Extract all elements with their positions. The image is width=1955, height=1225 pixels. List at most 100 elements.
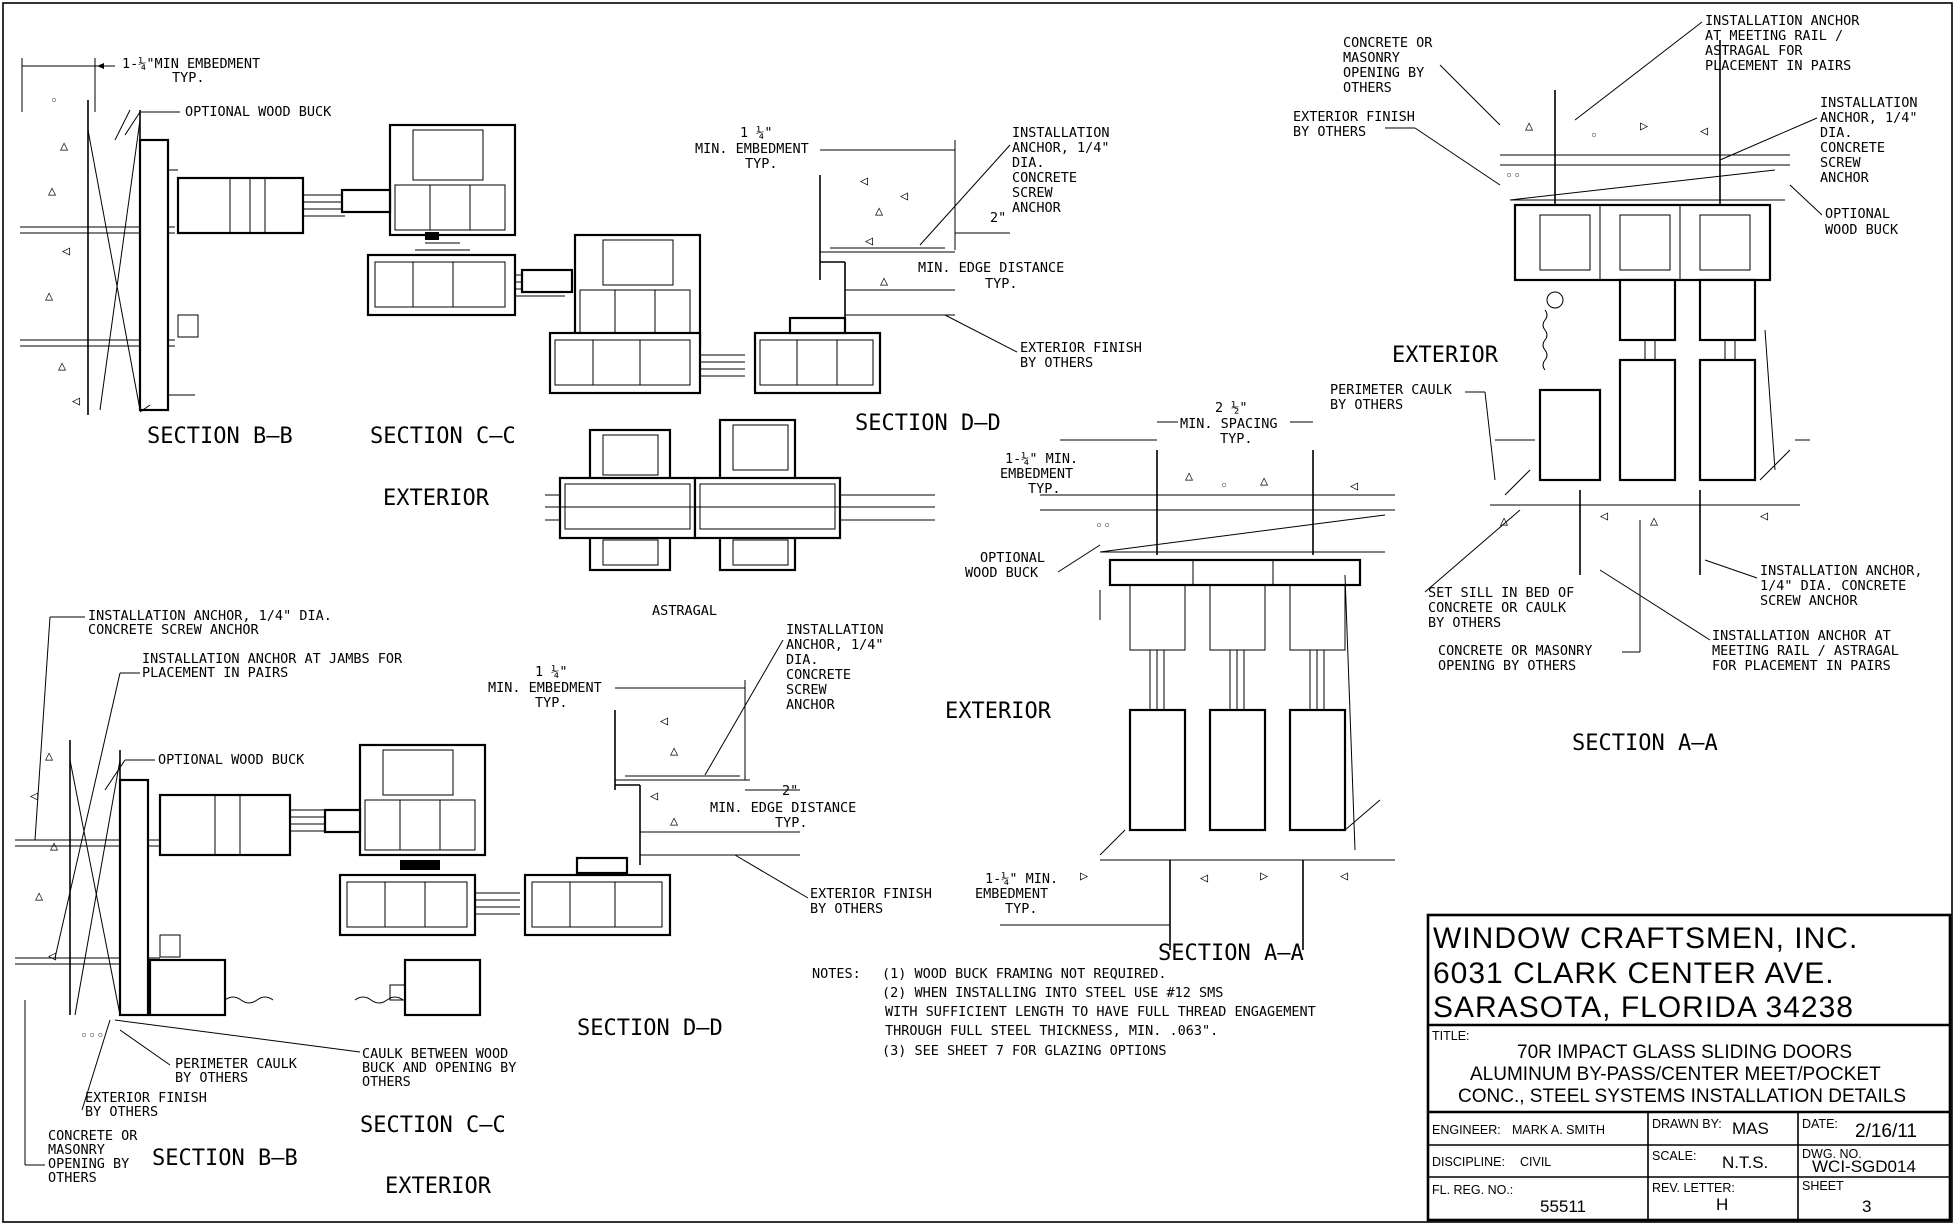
svg-text:◁: ◁	[1199, 870, 1208, 886]
label: PLACEMENT IN PAIRS	[142, 665, 288, 681]
svg-text:◦◦◦: ◦◦◦	[80, 1028, 104, 1044]
svg-text:◁: ◁	[649, 788, 658, 804]
svg-text:△: △	[45, 288, 54, 304]
note-1: (1) WOOD BUCK FRAMING NOT REQUIRED.	[882, 966, 1166, 982]
label: OPTIONAL WOOD BUCK	[185, 104, 332, 120]
label: AT MEETING RAIL /	[1705, 28, 1843, 44]
rev-letter-value: H	[1716, 1195, 1728, 1214]
svg-text:△: △	[1525, 118, 1534, 134]
section-bb-top-labels: 1-¼"MIN EMBEDMENT TYP. OPTIONAL WOOD BUC…	[122, 56, 332, 449]
label: BY OTHERS	[1428, 615, 1501, 631]
drawing-title-line: CONC., STEEL SYSTEMS INSTALLATION DETAIL…	[1458, 1086, 1906, 1107]
svg-text:△: △	[45, 748, 54, 764]
title-block: WINDOW CRAFTSMEN, INC. 6031 CLARK CENTER…	[1426, 913, 1952, 1222]
label: TYP.	[1220, 431, 1253, 447]
astragal-drawing	[545, 418, 935, 572]
svg-text:◁: ◁	[71, 393, 80, 409]
svg-text:◁: ◁	[1349, 478, 1358, 494]
label: OPTIONAL	[1825, 206, 1890, 222]
label: EXTERIOR FINISH	[1293, 109, 1415, 125]
label: ANCHOR, 1/4"	[1820, 110, 1918, 126]
label: TYP.	[775, 815, 808, 831]
label: DIA.	[786, 652, 819, 668]
section-title: SECTION C—C	[370, 424, 516, 449]
company-city: SARASOTA, FLORIDA 34238	[1433, 991, 1854, 1024]
label: ANCHOR	[786, 697, 836, 713]
label: BUCK AND OPENING BY	[362, 1060, 516, 1076]
label: BY OTHERS	[1293, 124, 1366, 140]
label: SCREW	[1820, 155, 1862, 171]
svg-text:◁: ◁	[659, 713, 668, 729]
section-aa-middle-drawing: △ ◦ △ ◁ ◦◦ ▷ ◁ ▷ ◁	[1040, 450, 1395, 950]
label: TYP.	[985, 276, 1018, 292]
label: INSTALLATION	[1012, 125, 1110, 141]
svg-text:△: △	[48, 183, 57, 199]
label: CONCRETE	[1820, 140, 1885, 156]
label: INSTALLATION ANCHOR AT JAMBS FOR	[142, 651, 403, 667]
label: CONCRETE	[1012, 170, 1077, 186]
label: OPTIONAL	[980, 550, 1045, 566]
svg-text:◦◦: ◦◦	[1505, 168, 1521, 184]
svg-text:▷: ▷	[1260, 868, 1269, 884]
label: MEETING RAIL / ASTRAGAL	[1712, 643, 1899, 659]
section-cc-top-drawing	[340, 123, 565, 317]
label: BY OTHERS	[85, 1104, 158, 1120]
astragal-label: ASTRAGAL	[652, 603, 717, 619]
label: OPENING BY	[48, 1156, 129, 1172]
fl-reg-label: FL. REG. NO.:	[1432, 1183, 1513, 1197]
notes-heading: NOTES:	[812, 966, 861, 982]
section-aa-middle-labels: 2 ½" MIN. SPACING TYP. 1-¼" MIN. EMBEDME…	[965, 400, 1313, 966]
label: PERIMETER CAULK	[175, 1056, 298, 1072]
drawing-title-line: 70R IMPACT GLASS SLIDING DOORS	[1517, 1042, 1852, 1063]
svg-text:△: △	[880, 273, 889, 289]
label: MIN. SPACING	[1180, 416, 1278, 432]
svg-text:▷: ▷	[1080, 868, 1089, 884]
label: 1 ¼"	[740, 125, 773, 141]
company-address: 6031 CLARK CENTER AVE.	[1433, 957, 1835, 990]
fl-reg-value: 55511	[1540, 1197, 1586, 1216]
company-name: WINDOW CRAFTSMEN, INC.	[1433, 922, 1858, 955]
svg-text:△: △	[35, 888, 44, 904]
svg-text:◁: ◁	[1699, 123, 1708, 139]
scale-value: N.T.S.	[1722, 1153, 1768, 1172]
label: CONCRETE	[786, 667, 851, 683]
section-title: SECTION D—D	[577, 1016, 723, 1041]
label: BY OTHERS	[1330, 397, 1403, 413]
note-2: THROUGH FULL STEEL THICKNESS, MIN. .063"…	[885, 1023, 1218, 1039]
label: INSTALLATION	[786, 622, 884, 638]
label: EMBEDMENT	[1000, 466, 1073, 482]
label: INSTALLATION ANCHOR AT	[1712, 628, 1891, 644]
title-label: TITLE:	[1432, 1029, 1470, 1043]
dwg-no-value: WCI-SGD014	[1812, 1157, 1916, 1176]
label: ANCHOR, 1/4"	[1012, 140, 1110, 156]
label: SET SILL IN BED OF	[1428, 585, 1574, 601]
date-label: DATE:	[1802, 1117, 1838, 1131]
sheet-value: 3	[1862, 1197, 1871, 1216]
label: SCREW	[1012, 185, 1054, 201]
scale-label: SCALE:	[1652, 1149, 1696, 1163]
label: WOOD BUCK	[965, 565, 1039, 581]
discipline-label: DISCIPLINE:	[1432, 1155, 1505, 1169]
svg-text:◦: ◦	[1220, 478, 1228, 494]
exterior-label: EXTERIOR	[1392, 343, 1499, 368]
label: CONCRETE OR	[48, 1128, 138, 1144]
label: ANCHOR	[1820, 170, 1870, 186]
label: INSTALLATION ANCHOR, 1/4" DIA.	[88, 608, 332, 624]
svg-text:◦: ◦	[50, 93, 58, 109]
label: 1-¼" MIN.	[1005, 451, 1078, 467]
label: DIA.	[1012, 155, 1045, 171]
label: OPTIONAL WOOD BUCK	[158, 752, 305, 768]
label: OPENING BY OTHERS	[1438, 658, 1576, 674]
svg-text:△: △	[1260, 473, 1269, 489]
label: OTHERS	[48, 1170, 97, 1186]
label: BY OTHERS	[1020, 355, 1093, 371]
section-title: SECTION A—A	[1158, 941, 1304, 966]
notes: NOTES: (1) WOOD BUCK FRAMING NOT REQUIRE…	[812, 966, 1316, 1059]
label: EXTERIOR FINISH	[1020, 340, 1142, 356]
svg-text:△: △	[1185, 468, 1194, 484]
svg-text:△: △	[50, 838, 59, 854]
label: 1/4" DIA. CONCRETE	[1760, 578, 1906, 594]
label: 2"	[990, 210, 1006, 226]
section-cc-bottom-drawing	[323, 743, 520, 1017]
exterior-label: EXTERIOR	[385, 1174, 492, 1199]
